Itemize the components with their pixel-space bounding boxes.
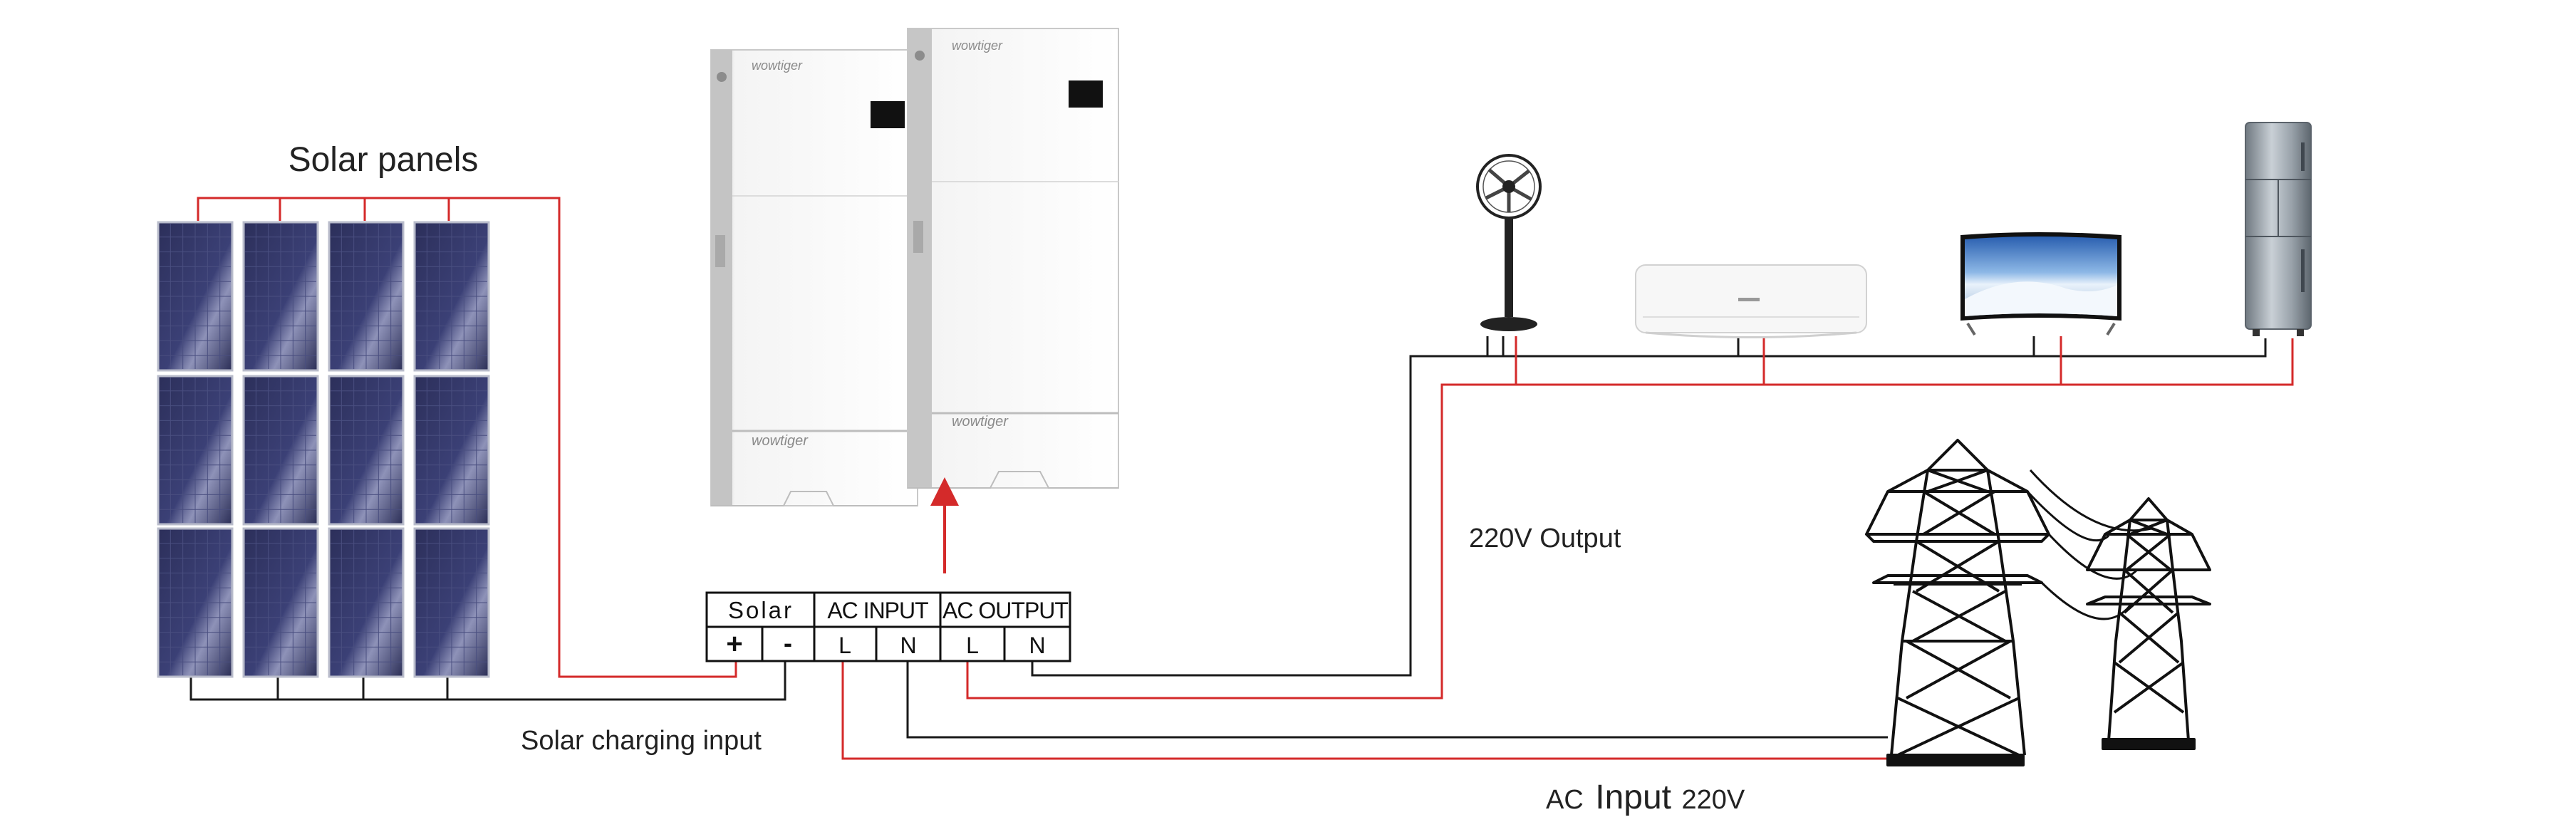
solar-panel-icon: [328, 527, 405, 678]
terminal-ac-input-n: N: [900, 633, 916, 658]
power-grid-towers-icon: [1865, 439, 2211, 766]
terminal-ac-input-l: L: [838, 633, 851, 658]
solar-positive-wire: [197, 197, 737, 678]
terminal-ac-output-l: L: [966, 633, 979, 658]
terminal-ac-output-n: N: [1029, 633, 1045, 658]
solar-panel-array: [157, 221, 490, 678]
solar-panel-icon: [242, 221, 319, 372]
tv-icon: [1960, 232, 2121, 336]
output-220v-label: 220V Output: [1469, 524, 1621, 553]
solar-panel-icon: [242, 375, 319, 526]
ac-input-prefix: AC: [1546, 785, 1584, 815]
input-neutral-wire: [906, 658, 1888, 739]
solar-panel-icon: [157, 375, 234, 526]
solar-panels-title: Solar panels: [289, 141, 479, 179]
transmission-tower-large: [1865, 439, 2050, 766]
terminal-group-solar: Solar: [728, 597, 794, 623]
ac-input-220v-label: AC Input 220V: [1546, 779, 1745, 816]
output-neutral-wire: [1031, 338, 2267, 677]
solar-panel-icon: [413, 221, 490, 372]
terminal-solar-negative: -: [784, 628, 792, 657]
inverter-battery-cabinets: wowtiger wowtiger wowtiger wowtiger: [710, 28, 1119, 506]
solar-panel-icon: [413, 375, 490, 526]
terminal-solar-positive: +: [726, 628, 742, 660]
cabinet-left-brand-bottom: wowtiger: [752, 433, 809, 449]
cabinet-right: wowtiger wowtiger: [907, 28, 1119, 489]
wiring: [189, 197, 2294, 760]
solar-panel-icon: [328, 375, 405, 526]
cabinet-left-brand-top: wowtiger: [752, 58, 803, 73]
terminal-group-ac-output: AC OUTPUT: [942, 598, 1068, 623]
fan-icon: [1476, 154, 1542, 331]
solar-charging-input-label: Solar charging input: [521, 726, 762, 756]
solar-panel-icon: [242, 527, 319, 678]
terminal-group-ac-input: AC INPUT: [827, 598, 928, 623]
solar-panel-icon: [157, 221, 234, 372]
solar-panel-icon: [413, 527, 490, 678]
terminal-block: Solar AC INPUT AC OUTPUT + - L N L N: [705, 591, 1071, 662]
ac-input-suffix: 220V: [1681, 785, 1745, 815]
cabinet-right-brand-bottom: wowtiger: [952, 414, 1009, 430]
solar-panel-icon: [157, 527, 234, 678]
solar-panel-icon: [328, 221, 405, 372]
ac-input-word: Input: [1595, 779, 1671, 816]
cabinet-right-brand-top: wowtiger: [952, 38, 1003, 53]
cabinet-left: wowtiger wowtiger: [710, 49, 918, 506]
solar-negative-wire: [189, 658, 786, 701]
input-live-wire: [841, 658, 1888, 760]
arrow-up-icon: [930, 477, 959, 573]
transmission-tower-small: [2086, 497, 2211, 750]
air-conditioner-icon: [1635, 264, 1867, 338]
refrigerator-icon: [2245, 122, 2312, 336]
output-live-wire: [966, 338, 2294, 700]
